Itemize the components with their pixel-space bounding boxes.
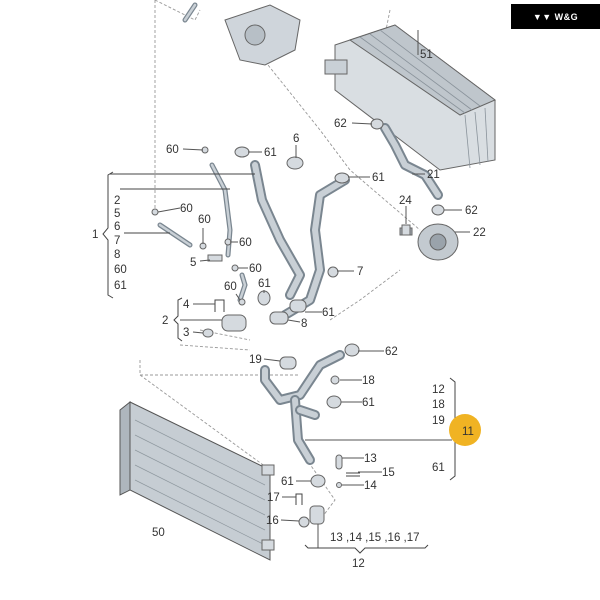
callout-60: 60 xyxy=(239,237,252,249)
callout-5: 5 xyxy=(190,257,196,269)
callout-15: 15 xyxy=(382,467,395,479)
callout-22: 22 xyxy=(473,227,486,239)
callout-12: 12 xyxy=(352,558,365,570)
cooler-51 xyxy=(324,24,496,171)
list-item: 8 xyxy=(114,249,120,261)
callout-6: 6 xyxy=(293,133,299,145)
callout-61: 61 xyxy=(362,397,375,409)
thermostat-housing xyxy=(182,2,301,66)
list-item: 19 xyxy=(432,415,445,427)
callout-badge-11[interactable] xyxy=(449,414,481,446)
callout-13: 13 xyxy=(364,453,377,465)
callout-2: 2 xyxy=(162,315,168,327)
list-item: 7 xyxy=(114,235,120,247)
callout-61: 61 xyxy=(372,172,385,184)
list-item: 61 xyxy=(114,280,127,292)
callout-17: 17 xyxy=(267,492,280,504)
brand-logo: ▼▼ W&G xyxy=(511,4,600,29)
list-item: 18 xyxy=(432,399,445,411)
radiator-50 xyxy=(119,400,275,561)
callout-61: 61 xyxy=(322,307,335,319)
callout-3: 3 xyxy=(183,327,189,339)
callout-61: 61 xyxy=(258,278,271,290)
clamps xyxy=(151,118,445,528)
callout-1: 1 xyxy=(92,229,98,241)
callout-8: 8 xyxy=(301,318,307,330)
group-11-list: 12 18 19 61 xyxy=(432,384,445,474)
list-item: 6 xyxy=(114,221,120,233)
callout-16: 16 xyxy=(266,515,279,527)
callout-11: 11 xyxy=(462,426,474,438)
callout-62: 62 xyxy=(385,346,398,358)
callout-51: 51 xyxy=(420,49,433,61)
dashed-leaders xyxy=(139,0,421,521)
callout-18: 18 xyxy=(362,375,375,387)
callout-21: 21 xyxy=(427,169,440,181)
group-1-list: 2 5 6 7 8 60 61 xyxy=(114,195,127,292)
callout-labels: 51 62 21 24 62 22 60 61 6 61 7 60 60 60 … xyxy=(92,49,486,570)
callout-62: 62 xyxy=(465,205,478,217)
list-item: 2 xyxy=(114,195,120,207)
list-item: 5 xyxy=(114,208,120,220)
hoses xyxy=(157,123,443,465)
callout-60: 60 xyxy=(224,281,237,293)
callout-60: 60 xyxy=(166,144,179,156)
callout-19: 19 xyxy=(249,354,262,366)
callout-50: 50 xyxy=(152,527,165,539)
leader-lines xyxy=(157,30,470,548)
callout-7: 7 xyxy=(357,266,363,278)
callout-14: 14 xyxy=(364,480,377,492)
callout-60: 60 xyxy=(249,263,262,275)
callout-61: 61 xyxy=(281,476,294,488)
callout-60: 60 xyxy=(180,203,193,215)
callout-61: 61 xyxy=(264,147,277,159)
list-item: 60 xyxy=(114,264,127,276)
callout-group-13-17: 13 ,14 ,15 ,16 ,17 xyxy=(330,532,420,544)
callout-24: 24 xyxy=(399,195,412,207)
callout-62: 62 xyxy=(334,118,347,130)
callout-60: 60 xyxy=(198,214,211,226)
list-item: 12 xyxy=(432,384,445,396)
list-item: 61 xyxy=(432,462,445,474)
callout-4: 4 xyxy=(183,299,190,311)
